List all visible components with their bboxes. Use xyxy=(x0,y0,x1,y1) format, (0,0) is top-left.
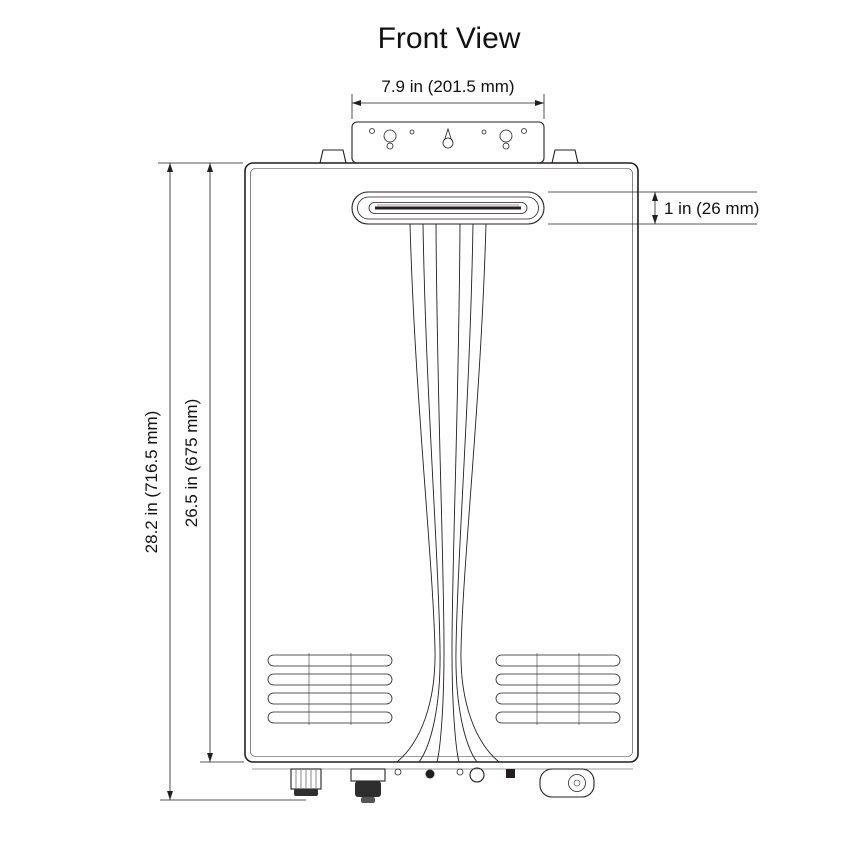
sensor-block xyxy=(506,769,515,778)
gas-valve-stub xyxy=(361,797,375,803)
bottom-fittings xyxy=(252,767,633,803)
louver-vent-left xyxy=(267,653,393,725)
arrowhead-up xyxy=(207,163,213,172)
mount-ear-left xyxy=(319,149,347,164)
cover-ring xyxy=(568,774,586,792)
arrowhead-up xyxy=(167,163,173,172)
arrowhead-left xyxy=(352,100,361,106)
cabinet-inner-line xyxy=(250,168,633,757)
flue-seam xyxy=(396,223,500,763)
keyhole-right-slot xyxy=(502,142,510,150)
bracket-screw-hole xyxy=(369,128,375,134)
water-heater-unit xyxy=(244,121,639,803)
seam-line xyxy=(435,223,445,763)
keyhole-left xyxy=(383,129,397,143)
screw xyxy=(456,768,464,776)
arrowhead-down xyxy=(167,791,173,800)
louver-vent-right xyxy=(495,653,621,725)
fitting-cap xyxy=(294,789,318,796)
vent-outer-pill xyxy=(351,191,545,225)
drawing-title: Front View xyxy=(378,22,521,55)
vent-slot xyxy=(368,202,528,214)
bracket-screw-hole xyxy=(409,129,415,135)
cover-ring-center xyxy=(573,779,581,787)
arrowhead-up xyxy=(652,192,658,201)
seam-line xyxy=(460,223,500,763)
louver-slat xyxy=(267,692,393,705)
gas-valve-body xyxy=(350,768,386,782)
vent-inner-pill xyxy=(357,196,539,220)
keyhole-left-slot xyxy=(386,142,394,150)
seam-line xyxy=(418,223,441,763)
bracket-screw-hole xyxy=(521,128,527,134)
seam-line xyxy=(396,223,436,763)
louver-slat xyxy=(495,692,621,705)
dim-label-body-height: 26.5 in (675 mm) xyxy=(182,399,201,528)
arrowhead-down xyxy=(652,215,658,224)
arrowhead-down xyxy=(207,753,213,762)
dim-body-height: 26.5 in (675 mm) xyxy=(182,163,244,763)
mounting-bracket xyxy=(351,121,545,164)
arrowhead-right xyxy=(535,100,544,106)
mount-ear-right xyxy=(551,149,579,164)
louver-slat xyxy=(267,711,393,724)
screw xyxy=(394,768,402,776)
louver-slat xyxy=(267,673,393,686)
dim-label-top-width: 7.9 in (201.5 mm) xyxy=(381,77,514,96)
louver-slat xyxy=(267,654,393,667)
dim-top-width: 7.9 in (201.5 mm) xyxy=(351,77,545,119)
center-hole xyxy=(442,137,454,149)
seam-line xyxy=(455,223,478,763)
dim-overall-height: 28.2 in (716.5 mm) xyxy=(142,162,306,801)
drain-plug xyxy=(425,769,435,779)
dim-label-vent-height: 1 in (26 mm) xyxy=(664,199,759,218)
keyhole-right xyxy=(499,129,513,143)
louver-slat xyxy=(495,654,621,667)
seam-line xyxy=(451,223,461,763)
gas-valve-nut xyxy=(355,781,381,797)
louver-slat xyxy=(495,711,621,724)
louver-slat xyxy=(495,673,621,686)
bracket-screw-hole xyxy=(481,129,487,135)
cabinet-outline xyxy=(244,162,639,763)
condensate-cover xyxy=(539,768,595,798)
exhaust-vent xyxy=(351,191,545,225)
service-port xyxy=(469,767,485,783)
dim-vent-height: 1 in (26 mm) xyxy=(548,191,759,225)
dim-label-overall-height: 28.2 in (716.5 mm) xyxy=(142,411,161,554)
center-hole-teardrop xyxy=(444,127,452,141)
